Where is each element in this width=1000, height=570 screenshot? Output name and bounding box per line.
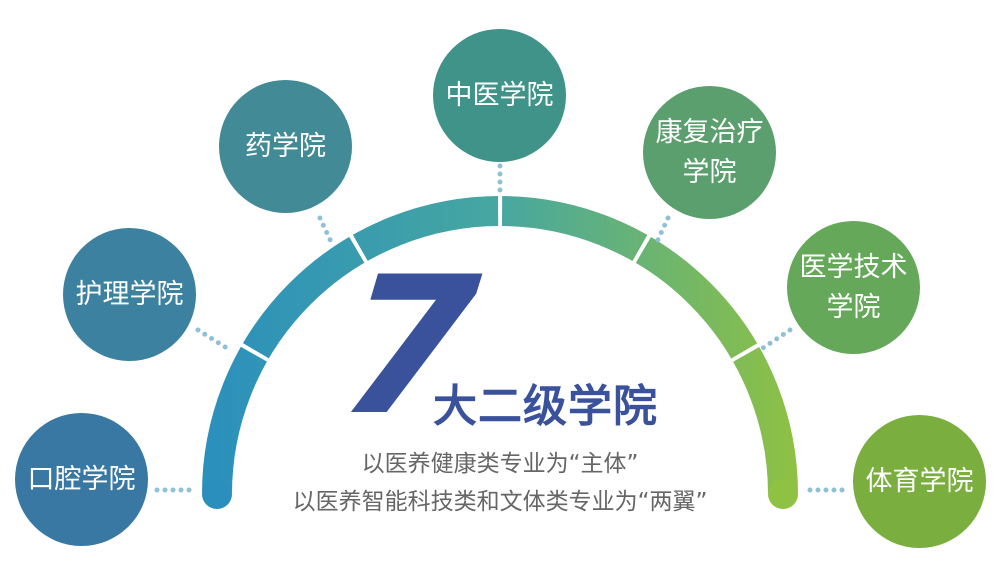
arc-left-cap xyxy=(202,479,232,509)
college-name-zhongyi: 中医学院 xyxy=(445,79,554,111)
connector-yaoxue xyxy=(317,215,335,247)
college-name-yixue-jishu-line1: 医学技术 xyxy=(799,252,908,284)
circle-yaoxue: 药学院 xyxy=(219,80,352,213)
college-label: 康复治疗 学院 xyxy=(656,113,764,191)
college-name-huli: 护理学院 xyxy=(75,278,184,310)
college-label: 医学技术 学院 xyxy=(800,248,908,326)
description-line-2: 以医养智能科技类和文体类专业为“两翼” xyxy=(292,489,708,515)
college-name-kouqiang: 口腔学院 xyxy=(27,463,136,495)
arc-segment-dividers xyxy=(200,194,800,495)
college-name-kangfu-line1: 康复治疗 xyxy=(655,117,764,149)
circle-kangfu: 康复治疗 学院 xyxy=(643,86,776,219)
circle-yixue-jishu: 医学技术 学院 xyxy=(787,221,920,354)
circle-kouqiang: 口腔学院 xyxy=(15,413,148,546)
college-name-yaoxue: 药学院 xyxy=(245,130,326,162)
description-line-1: 以医养健康类专业为“主体” xyxy=(361,451,639,477)
college-name-kangfu-line2: 学院 xyxy=(682,156,737,188)
circle-zhongyi: 中医学院 xyxy=(433,29,566,162)
arc-right-cap xyxy=(768,479,798,509)
college-label: 药学院 xyxy=(245,127,326,166)
headline-title: 大二级学院 xyxy=(433,381,658,432)
college-name-tiyu: 体育学院 xyxy=(865,465,974,497)
college-label: 口腔学院 xyxy=(28,460,136,499)
college-name-yixue-jishu-line2: 学院 xyxy=(826,291,881,323)
college-label: 中医学院 xyxy=(446,76,554,115)
college-label: 护理学院 xyxy=(76,275,184,314)
circle-huli: 护理学院 xyxy=(63,228,196,361)
connector-kangfu xyxy=(653,215,671,247)
connector-huli xyxy=(195,327,233,353)
circle-tiyu: 体育学院 xyxy=(853,415,986,548)
college-label: 体育学院 xyxy=(866,462,974,501)
connector-dots xyxy=(154,163,848,493)
connector-yixue-jishu xyxy=(757,327,793,353)
